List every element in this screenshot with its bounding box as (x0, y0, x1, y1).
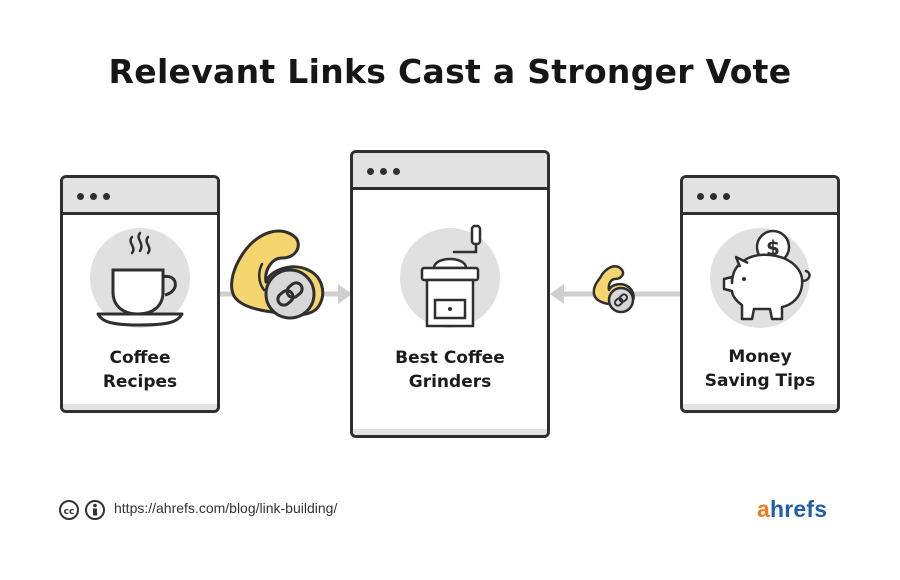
logo-rest: hrefs (770, 496, 828, 522)
label-line: Best Coffee (395, 348, 505, 368)
label-line: Saving Tips (704, 371, 816, 391)
coffee-cup-icon (90, 228, 190, 328)
label-line: Money (728, 347, 792, 367)
browser-footer-strip (683, 404, 837, 410)
attribution-icon (85, 500, 105, 520)
strong-bicep-link-icon (230, 229, 325, 320)
coffee-grinder-icon (400, 224, 500, 328)
window-dot-icon (367, 168, 374, 175)
browser-titlebar (353, 153, 547, 190)
logo-prefix: a (757, 496, 770, 522)
piggy-bank-icon: $ (710, 228, 811, 328)
ahrefs-logo: ahrefs (757, 496, 827, 523)
page-card-label: Best Coffee Grinders (353, 346, 547, 394)
page-title: Relevant Links Cast a Stronger Vote (108, 52, 792, 91)
window-dot-icon (90, 193, 97, 200)
page-card-coffee-recipes: Coffee Recipes (60, 175, 220, 413)
label-line: Coffee (109, 348, 171, 368)
page-card-money-saving-tips: $ Money Saving Tips (680, 175, 840, 413)
label-line: Recipes (102, 372, 178, 392)
creative-commons-icon: cc (59, 500, 79, 520)
window-dot-icon (77, 193, 84, 200)
window-dot-icon (380, 168, 387, 175)
source-url: https://ahrefs.com/blog/link-building/ (114, 500, 338, 516)
window-dot-icon (710, 193, 717, 200)
browser-footer-strip (63, 404, 217, 410)
window-dot-icon (103, 193, 110, 200)
browser-titlebar (63, 178, 217, 215)
label-line: Grinders (408, 372, 492, 392)
page-card-best-coffee-grinders: Best Coffee Grinders (350, 150, 550, 438)
window-dot-icon (393, 168, 400, 175)
browser-titlebar (683, 178, 837, 215)
page-card-label: Money Saving Tips (683, 345, 837, 393)
window-dot-icon (723, 193, 730, 200)
page-card-label: Coffee Recipes (63, 346, 217, 394)
window-dot-icon (697, 193, 704, 200)
svg-text:cc: cc (64, 507, 75, 517)
browser-footer-strip (353, 429, 547, 435)
license-icons: cc (59, 500, 105, 520)
weak-bicep-link-icon (592, 265, 635, 314)
